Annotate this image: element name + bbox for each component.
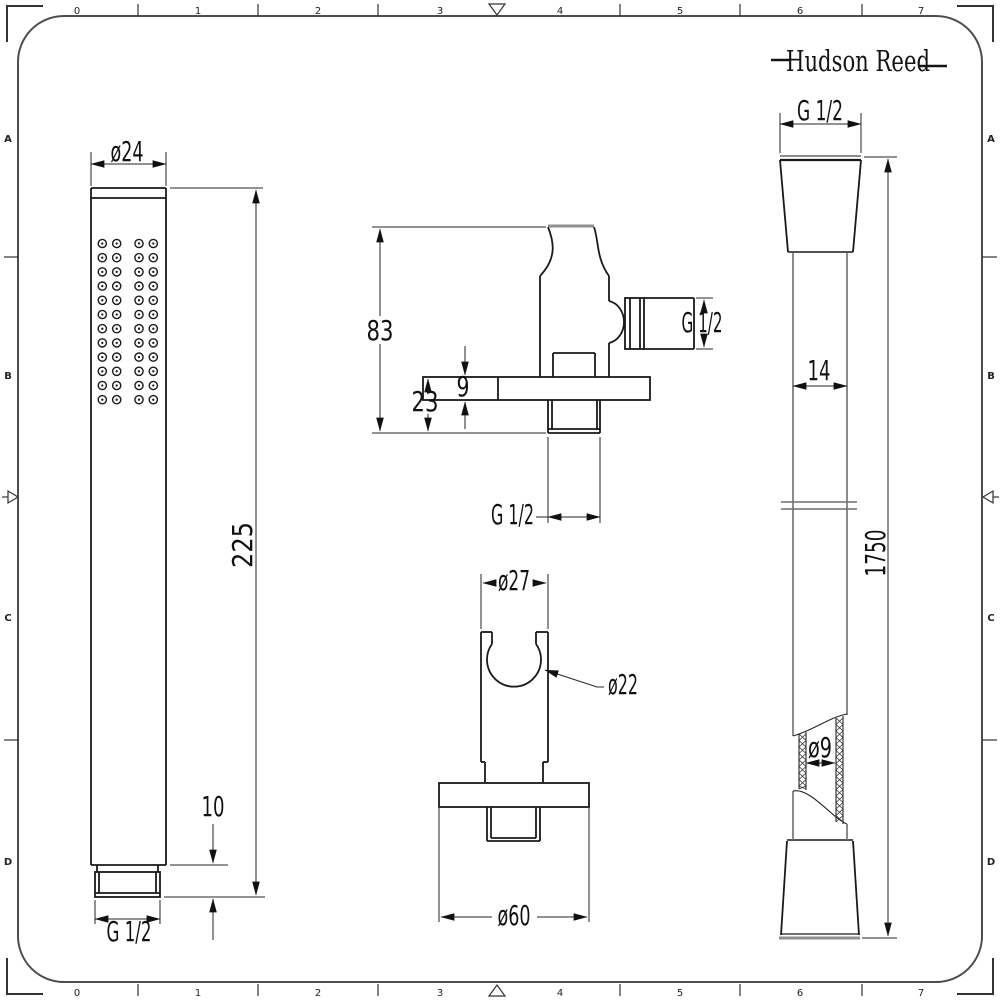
ruler-number: 2	[315, 6, 321, 17]
dim-elbow-depth: 23	[412, 378, 439, 432]
ruler-number: 2	[315, 988, 321, 999]
dim-hose-thread: G 1/2	[779, 94, 862, 153]
ruler-number: 4	[557, 6, 563, 17]
right-center-mark	[981, 489, 994, 505]
row-labels-left: A B C D	[2, 134, 20, 868]
dim-elbow-plate: 9	[457, 346, 470, 429]
row-labels-right: A B C D	[981, 134, 999, 868]
hose-tube	[781, 253, 857, 840]
dim-label-handset-diameter: ø24	[111, 135, 144, 168]
row-letter: B	[987, 371, 995, 382]
wall-elbow-view	[422, 224, 695, 434]
dim-label-elbow-height: 83	[367, 314, 394, 347]
dim-hose-outer: 14	[792, 354, 848, 390]
dim-label-bracket-width: ø27	[498, 564, 530, 597]
row-letter: A	[4, 134, 12, 145]
row-letter: D	[4, 857, 12, 868]
dim-label-elbow-depth: 23	[412, 385, 439, 418]
row-letter: C	[4, 613, 11, 624]
dim-hose-bore: ø9	[805, 731, 836, 767]
ruler-number: 4	[557, 988, 563, 999]
ruler-number: 7	[918, 6, 924, 17]
left-center-mark	[7, 489, 20, 505]
ruler-number: 6	[797, 988, 803, 999]
ruler-number: 7	[918, 988, 924, 999]
dim-bracket-clip: ø22	[544, 668, 638, 701]
dim-label-elbow-wall-thread: G 1/2	[491, 498, 534, 531]
row-letter: B	[4, 371, 12, 382]
top-center-mark	[487, 3, 507, 17]
brand-logo: Hudson Reed	[771, 44, 947, 78]
dim-bracket-width: ø27	[480, 564, 549, 629]
dim-handset-thread: G 1/2	[94, 900, 161, 948]
dim-label-hose-thread: G 1/2	[797, 94, 843, 127]
row-letter: D	[987, 857, 995, 868]
ruler-number: 6	[797, 6, 803, 17]
dim-elbow-outlet-thread: G 1/2	[682, 297, 723, 350]
dim-label-handset-thread: G 1/2	[107, 915, 152, 948]
dim-label-handset-tip: 10	[202, 790, 225, 823]
dim-handset-tip: 10	[170, 790, 228, 940]
dim-elbow-height: 83	[367, 226, 546, 434]
dim-label-elbow-plate: 9	[457, 370, 470, 403]
corner-registration-marks	[6, 5, 994, 995]
ruler-number: 1	[195, 988, 201, 999]
dim-label-bracket-clip: ø22	[608, 668, 638, 701]
hose-view	[779, 155, 862, 940]
dim-handset-length: 225	[164, 187, 265, 898]
dim-label-bracket-base: ø60	[498, 899, 531, 932]
dim-bracket-base: ø60	[438, 808, 590, 932]
ruler-number: 1	[195, 6, 201, 17]
dim-handset-diameter: ø24	[90, 135, 167, 186]
row-letter: C	[987, 613, 994, 624]
ruler-number: 0	[74, 988, 80, 999]
top-ruler: 0 1 2 3 4 5 6 7	[74, 3, 924, 17]
hand-shower-view	[90, 187, 167, 898]
hose-cutaway-section	[792, 713, 848, 825]
ruler-number: 3	[437, 6, 443, 17]
dim-label-hose-length: 1750	[859, 530, 892, 577]
ruler-number: 3	[437, 988, 443, 999]
bracket-view	[438, 631, 590, 842]
bottom-center-mark	[487, 983, 507, 997]
sheet-border	[17, 15, 983, 983]
ruler-number: 5	[677, 6, 683, 17]
dim-label-hose-outer: 14	[808, 354, 831, 387]
row-letter: A	[987, 134, 995, 145]
dim-label-elbow-outlet-thread: G 1/2	[682, 306, 723, 339]
dim-label-handset-length: 225	[226, 522, 259, 568]
bottom-ruler: 0 1 2 3 4 5 6 7	[74, 983, 924, 999]
brand-logo-text: Hudson Reed	[786, 44, 930, 78]
dim-elbow-wall-thread: G 1/2	[491, 437, 601, 531]
spray-nozzle-grid	[97, 238, 159, 405]
section-hatching	[798, 717, 844, 823]
ruler-number: 5	[677, 988, 683, 999]
ruler-number: 0	[74, 6, 80, 17]
dim-label-hose-bore: ø9	[808, 731, 832, 764]
dim-hose-length: 1750	[859, 156, 897, 939]
